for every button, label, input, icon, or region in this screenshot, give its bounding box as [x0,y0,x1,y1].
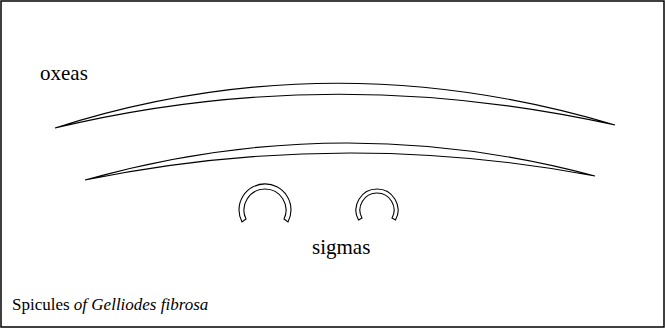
oxea-spicule [55,83,615,128]
spicule-label: oxeas [40,62,88,85]
figure-caption: Spicules of Gelliodes fibrosa [12,296,208,315]
sigma-spicule [239,184,291,222]
spicule-label: sigmas [312,236,370,259]
sigma-spicule [356,189,398,220]
oxea-spicule [85,143,595,180]
